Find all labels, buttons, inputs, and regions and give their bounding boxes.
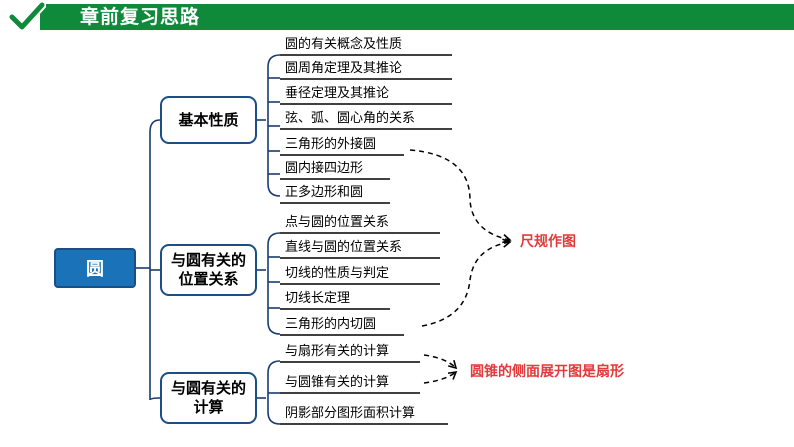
leaf-item: 圆周角定理及其推论: [285, 61, 403, 76]
leaf-item: 直线与圆的位置关系: [285, 240, 403, 255]
note-ruler-construction: 尺规作图: [520, 234, 576, 250]
leaf-item: 点与圆的位置关系: [285, 215, 390, 230]
tree-branches: [136, 54, 281, 425]
leaf-item: 切线长定理: [285, 291, 351, 306]
leaf-item: 圆内接四边形: [285, 161, 364, 176]
checkmark-icon: [7, 0, 46, 32]
category-basic-properties: 基本性质: [160, 96, 257, 144]
note-cone-development: 圆锥的侧面展开图是扇形: [470, 364, 624, 380]
leaf-item: 切线的性质与判定: [285, 266, 390, 281]
leaf-item: 圆的有关概念及性质: [285, 37, 403, 52]
header: 章前复习思路: [0, 0, 794, 34]
page-title: 章前复习思路: [80, 6, 201, 28]
category-label: 与圆有关的计算: [170, 379, 246, 416]
leaf-item: 三角形的外接圆: [285, 137, 377, 152]
dashed-arrows: [409, 149, 512, 384]
leaf-item: 垂径定理及其推论: [285, 86, 390, 101]
leaf-underlines: [280, 54, 452, 425]
leaf-item: 弦、弧、圆心角的关系: [285, 111, 416, 126]
category-calculations: 与圆有关的计算: [160, 372, 257, 424]
leaf-item: 与圆锥有关的计算: [285, 375, 390, 390]
leaf-item: 阴影部分图形面积计算: [285, 406, 416, 421]
leaf-item: 与扇形有关的计算: [285, 344, 390, 359]
leaf-item: 正多边形和圆: [285, 185, 364, 200]
root-node: 圆: [54, 248, 136, 288]
header-bar: [40, 4, 794, 30]
leaf-item: 三角形的内切圆: [285, 317, 377, 332]
category-label: 与圆有关的位置关系: [170, 251, 246, 288]
category-position-relations: 与圆有关的位置关系: [160, 244, 257, 296]
